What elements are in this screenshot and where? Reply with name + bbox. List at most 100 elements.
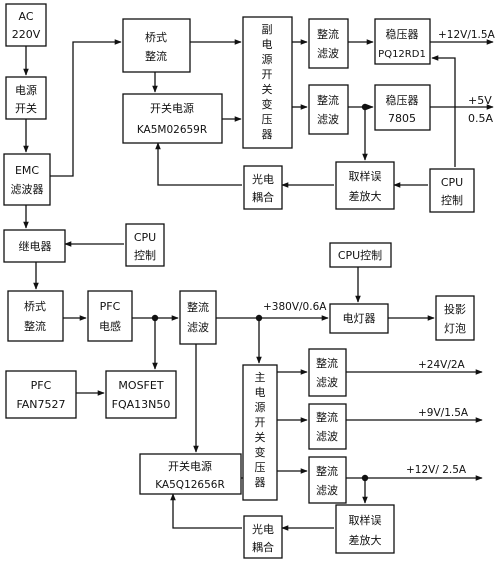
ac-input-line-2: 220V [12,28,41,41]
main-transformer-char-5: 关 [255,430,266,444]
pfc-ic-line-2: FAN7527 [16,398,65,411]
block-emc-filter: EMC 滤波器 [3,153,51,206]
block-main-rect-filter: 整流 滤波 [179,290,217,345]
block-aux-switch-ic: 开关电源 KA5M02659R [122,93,223,144]
aux-rect-filter-1-line-2: 滤波 [317,47,339,60]
regulator-2-line-2: 7805 [388,112,416,125]
connection-lines [23,39,494,531]
main-bridge-line-1: 桥式 [24,300,46,313]
aux-rect-filter-2-line-2: 滤波 [317,113,339,126]
block-main-switch-ic: 开关电源 KA5Q12656R [139,453,242,495]
output-labels: +12V/1.5A +5V 0.5A +380V/0.6A +24V/2A +9… [263,29,496,476]
aux-optocoupler-line-1: 光电 [252,172,274,186]
aux-transformer-char-2: 电 [262,38,273,51]
main-optocoupler-line-2: 耦合 [252,540,274,554]
output-5v-current-label: 0.5A [468,112,493,125]
cpu-control-2-line-2: 控制 [134,248,156,262]
ac-input-line-1: AC [18,10,33,23]
output-5v-label: +5V [468,94,492,107]
output-24v-label: +24V/2A [418,359,466,371]
output-12v-main-label: +12V/ 2.5A [406,464,467,476]
mosfet-line-1: MOSFET [118,379,163,392]
block-pfc-inductor: PFC 电感 [87,290,133,342]
block-relay: 继电器 [3,229,66,263]
block-cpu-control-3: CPU控制 [329,242,392,268]
pfc-ic-line-1: PFC [31,379,52,392]
junction-dots [151,103,369,482]
regulator-2-line-1: 稳压器 [386,93,419,107]
block-main-rect-filter-24v: 整流 滤波 [308,348,347,397]
main-switch-ic-line-2: KA5Q12656R [155,479,225,491]
block-main-error-amp: 取样误 差放大 [335,504,395,554]
main-optocoupler-line-1: 光电 [252,522,274,536]
output-12v-aux-label: +12V/1.5A [438,29,496,41]
relay-label: 继电器 [19,240,52,253]
block-aux-rect-filter-1: 整流 滤波 [308,18,349,69]
main-rect-filter-2-line-1: 整流 [316,410,338,424]
main-transformer-char-1: 主 [255,371,266,384]
ballast-label: 电灯器 [343,312,376,325]
aux-transformer-char-5: 关 [262,82,273,96]
main-error-amp-line-2: 差放大 [349,533,382,547]
main-transformer-char-4: 开 [255,416,266,429]
main-switch-ic-line-1: 开关电源 [168,459,212,473]
pfc-junction [151,314,159,322]
block-ac-input: AC 220V [5,3,47,47]
block-main-optocoupler: 光电 耦合 [243,515,283,559]
block-aux-error-amp: 取样误 差放大 [335,161,395,210]
aux-transformer-char-7: 压 [262,113,273,126]
cpu-control-1-line-1: CPU [441,176,463,189]
block-aux-optocoupler: 光电 耦合 [243,165,283,210]
power-switch-line-2: 开关 [15,101,37,115]
emc-filter-line-2: 滤波器 [11,183,44,196]
main-transformer-char-2: 电 [255,386,266,399]
aux-transformer-char-3: 源 [262,52,273,66]
main-error-amp-line-1: 取样误 [349,513,382,527]
main-rect-filter-line-2: 滤波 [187,321,209,334]
main-transformer-char-8: 器 [255,476,266,489]
block-projection-lamp: 投影 灯泡 [435,295,475,341]
block-aux-transformer: 副 电 源 开 关 变 压 器 [242,16,293,149]
power-switch-line-1: 电源 [15,83,37,97]
aux-rect-filter-2-line-1: 整流 [317,93,339,107]
output-380v-label: +380V/0.6A [263,301,327,313]
cpu-control-2-line-1: CPU [134,231,156,244]
main-bridge-line-2: 整流 [24,319,46,333]
block-pfc-ic: PFC FAN7527 [5,370,77,419]
block-main-rect-filter-12v: 整流 滤波 [308,456,347,504]
mosfet-line-2: FQA13N50 [112,398,171,411]
main-transformer-char-7: 压 [255,461,266,474]
block-aux-bridge-rectifier: 桥式 整流 [122,18,191,73]
block-regulator-7805: 稳压器 7805 [374,84,431,131]
block-regulator-pq12rd1: 稳压器 PQ12RD1 [374,18,431,65]
aux-bridge-line-2: 整流 [145,49,167,63]
aux-optocoupler-line-2: 耦合 [252,190,274,204]
aux-transformer-char-4: 开 [262,68,273,81]
main-rect-filter-3-line-2: 滤波 [316,484,338,497]
cpu-control-3-label: CPU控制 [338,248,382,262]
regulator-1-line-1: 稳压器 [386,27,419,41]
block-main-bridge-rectifier: 桥式 整流 [7,290,64,342]
aux-error-amp-line-1: 取样误 [349,169,382,183]
block-main-transformer: 主 电 源 开 关 变 压 器 [242,364,278,501]
emc-filter-line-1: EMC [15,164,39,177]
main-sampling-junction [361,474,369,482]
main-rect-filter-1-line-2: 滤波 [316,376,338,389]
projection-lamp-line-2: 灯泡 [444,321,466,335]
hv-bus-junction [255,314,263,322]
pfc-inductor-line-1: PFC [100,300,121,313]
block-mosfet: MOSFET FQA13N50 [105,370,177,419]
block-aux-rect-filter-2: 整流 滤波 [308,84,349,135]
main-rect-filter-3-line-1: 整流 [316,464,338,478]
output-9v-label: +9V/1.5A [418,407,469,419]
aux-transformer-char-6: 变 [262,97,273,111]
pfc-inductor-line-2: 电感 [99,320,121,333]
cpu-control-1-line-2: 控制 [441,193,463,207]
regulator-1-line-2: PQ12RD1 [378,49,426,60]
projection-lamp-line-1: 投影 [444,302,466,316]
main-rect-filter-line-1: 整流 [187,300,209,314]
main-transformer-char-3: 源 [255,400,266,414]
aux-bridge-line-1: 桥式 [145,31,167,44]
block-cpu-control-2: CPU 控制 [125,223,165,267]
